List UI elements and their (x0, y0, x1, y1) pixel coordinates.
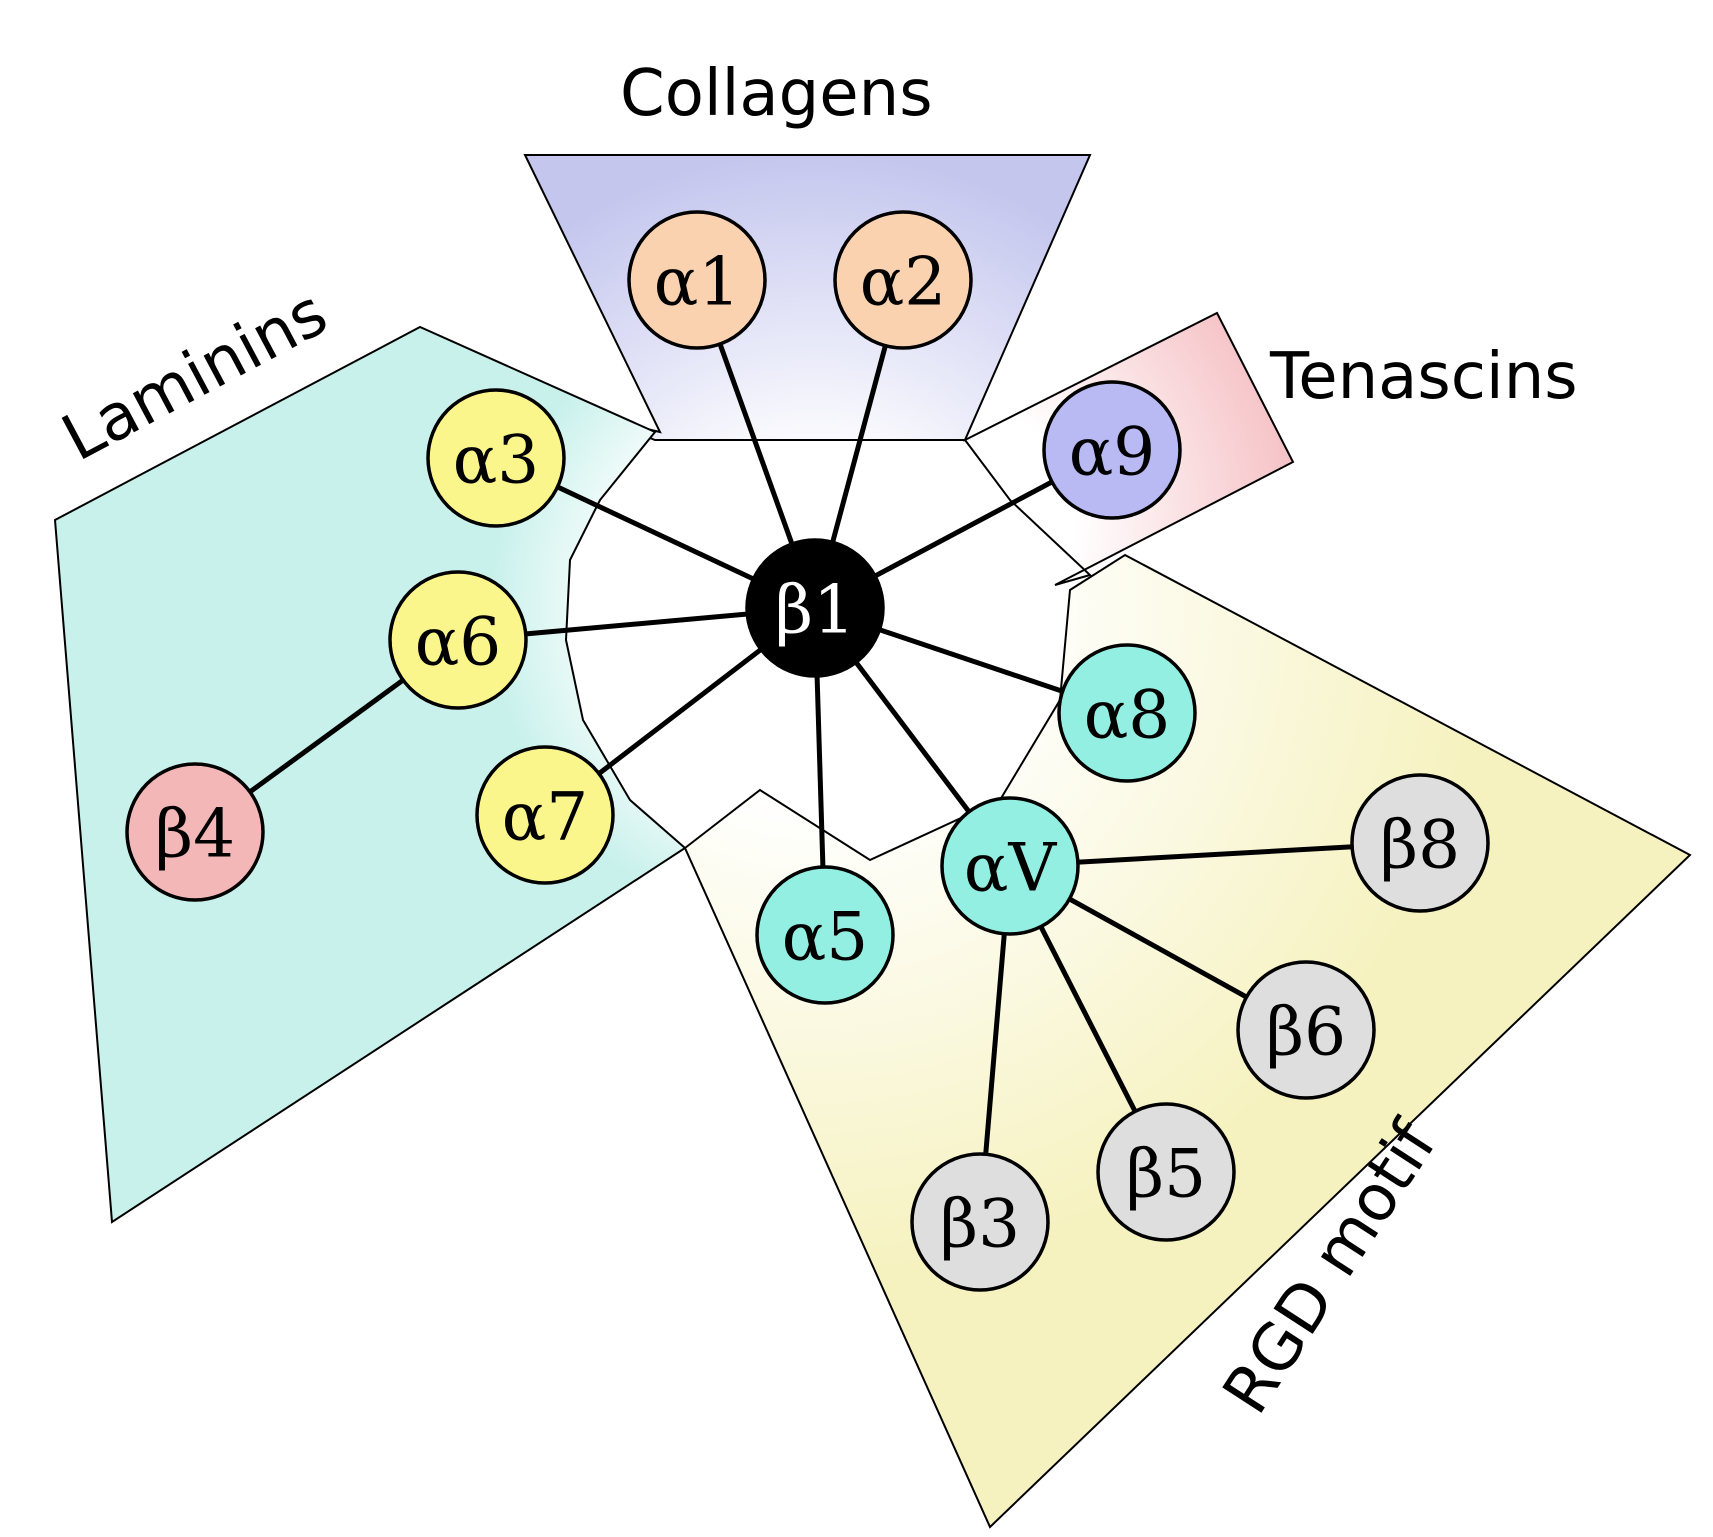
node-alpha1: α1 (627, 210, 767, 350)
node-alpha9: α9 (1042, 380, 1182, 520)
node-alpha5: α5 (755, 865, 895, 1005)
svg-text:β6: β6 (1266, 994, 1346, 1071)
node-alphaV: αV (940, 796, 1080, 936)
svg-text:αV: αV (964, 830, 1058, 907)
node-beta8: β8 (1350, 773, 1490, 913)
collagens-label: Collagens (620, 57, 933, 131)
svg-text:α3: α3 (453, 422, 540, 499)
svg-text:α9: α9 (1069, 414, 1156, 491)
node-beta4: β4 (125, 762, 265, 902)
svg-text:β3: β3 (940, 1186, 1020, 1263)
node-alpha8: α8 (1057, 643, 1197, 783)
svg-text:α6: α6 (415, 604, 502, 681)
svg-text:β1: β1 (775, 572, 855, 649)
node-alpha6: α6 (388, 570, 528, 710)
node-beta5: β5 (1096, 1102, 1236, 1242)
svg-text:β8: β8 (1380, 807, 1460, 884)
svg-text:α7: α7 (502, 779, 589, 856)
svg-text:α2: α2 (860, 244, 947, 321)
node-alpha2: α2 (833, 210, 973, 350)
svg-text:α1: α1 (654, 244, 741, 321)
svg-text:β4: β4 (155, 796, 235, 873)
tenascins-label: Tenascins (1269, 340, 1578, 414)
node-beta3: β3 (910, 1152, 1050, 1292)
svg-text:α8: α8 (1084, 677, 1171, 754)
laminins-region (53, 325, 687, 1224)
node-beta1: β1 (745, 538, 885, 678)
svg-text:β5: β5 (1126, 1136, 1206, 1213)
node-alpha7: α7 (475, 745, 615, 885)
node-beta6: β6 (1236, 960, 1376, 1100)
svg-text:α5: α5 (782, 899, 869, 976)
node-alpha3: α3 (426, 388, 566, 528)
